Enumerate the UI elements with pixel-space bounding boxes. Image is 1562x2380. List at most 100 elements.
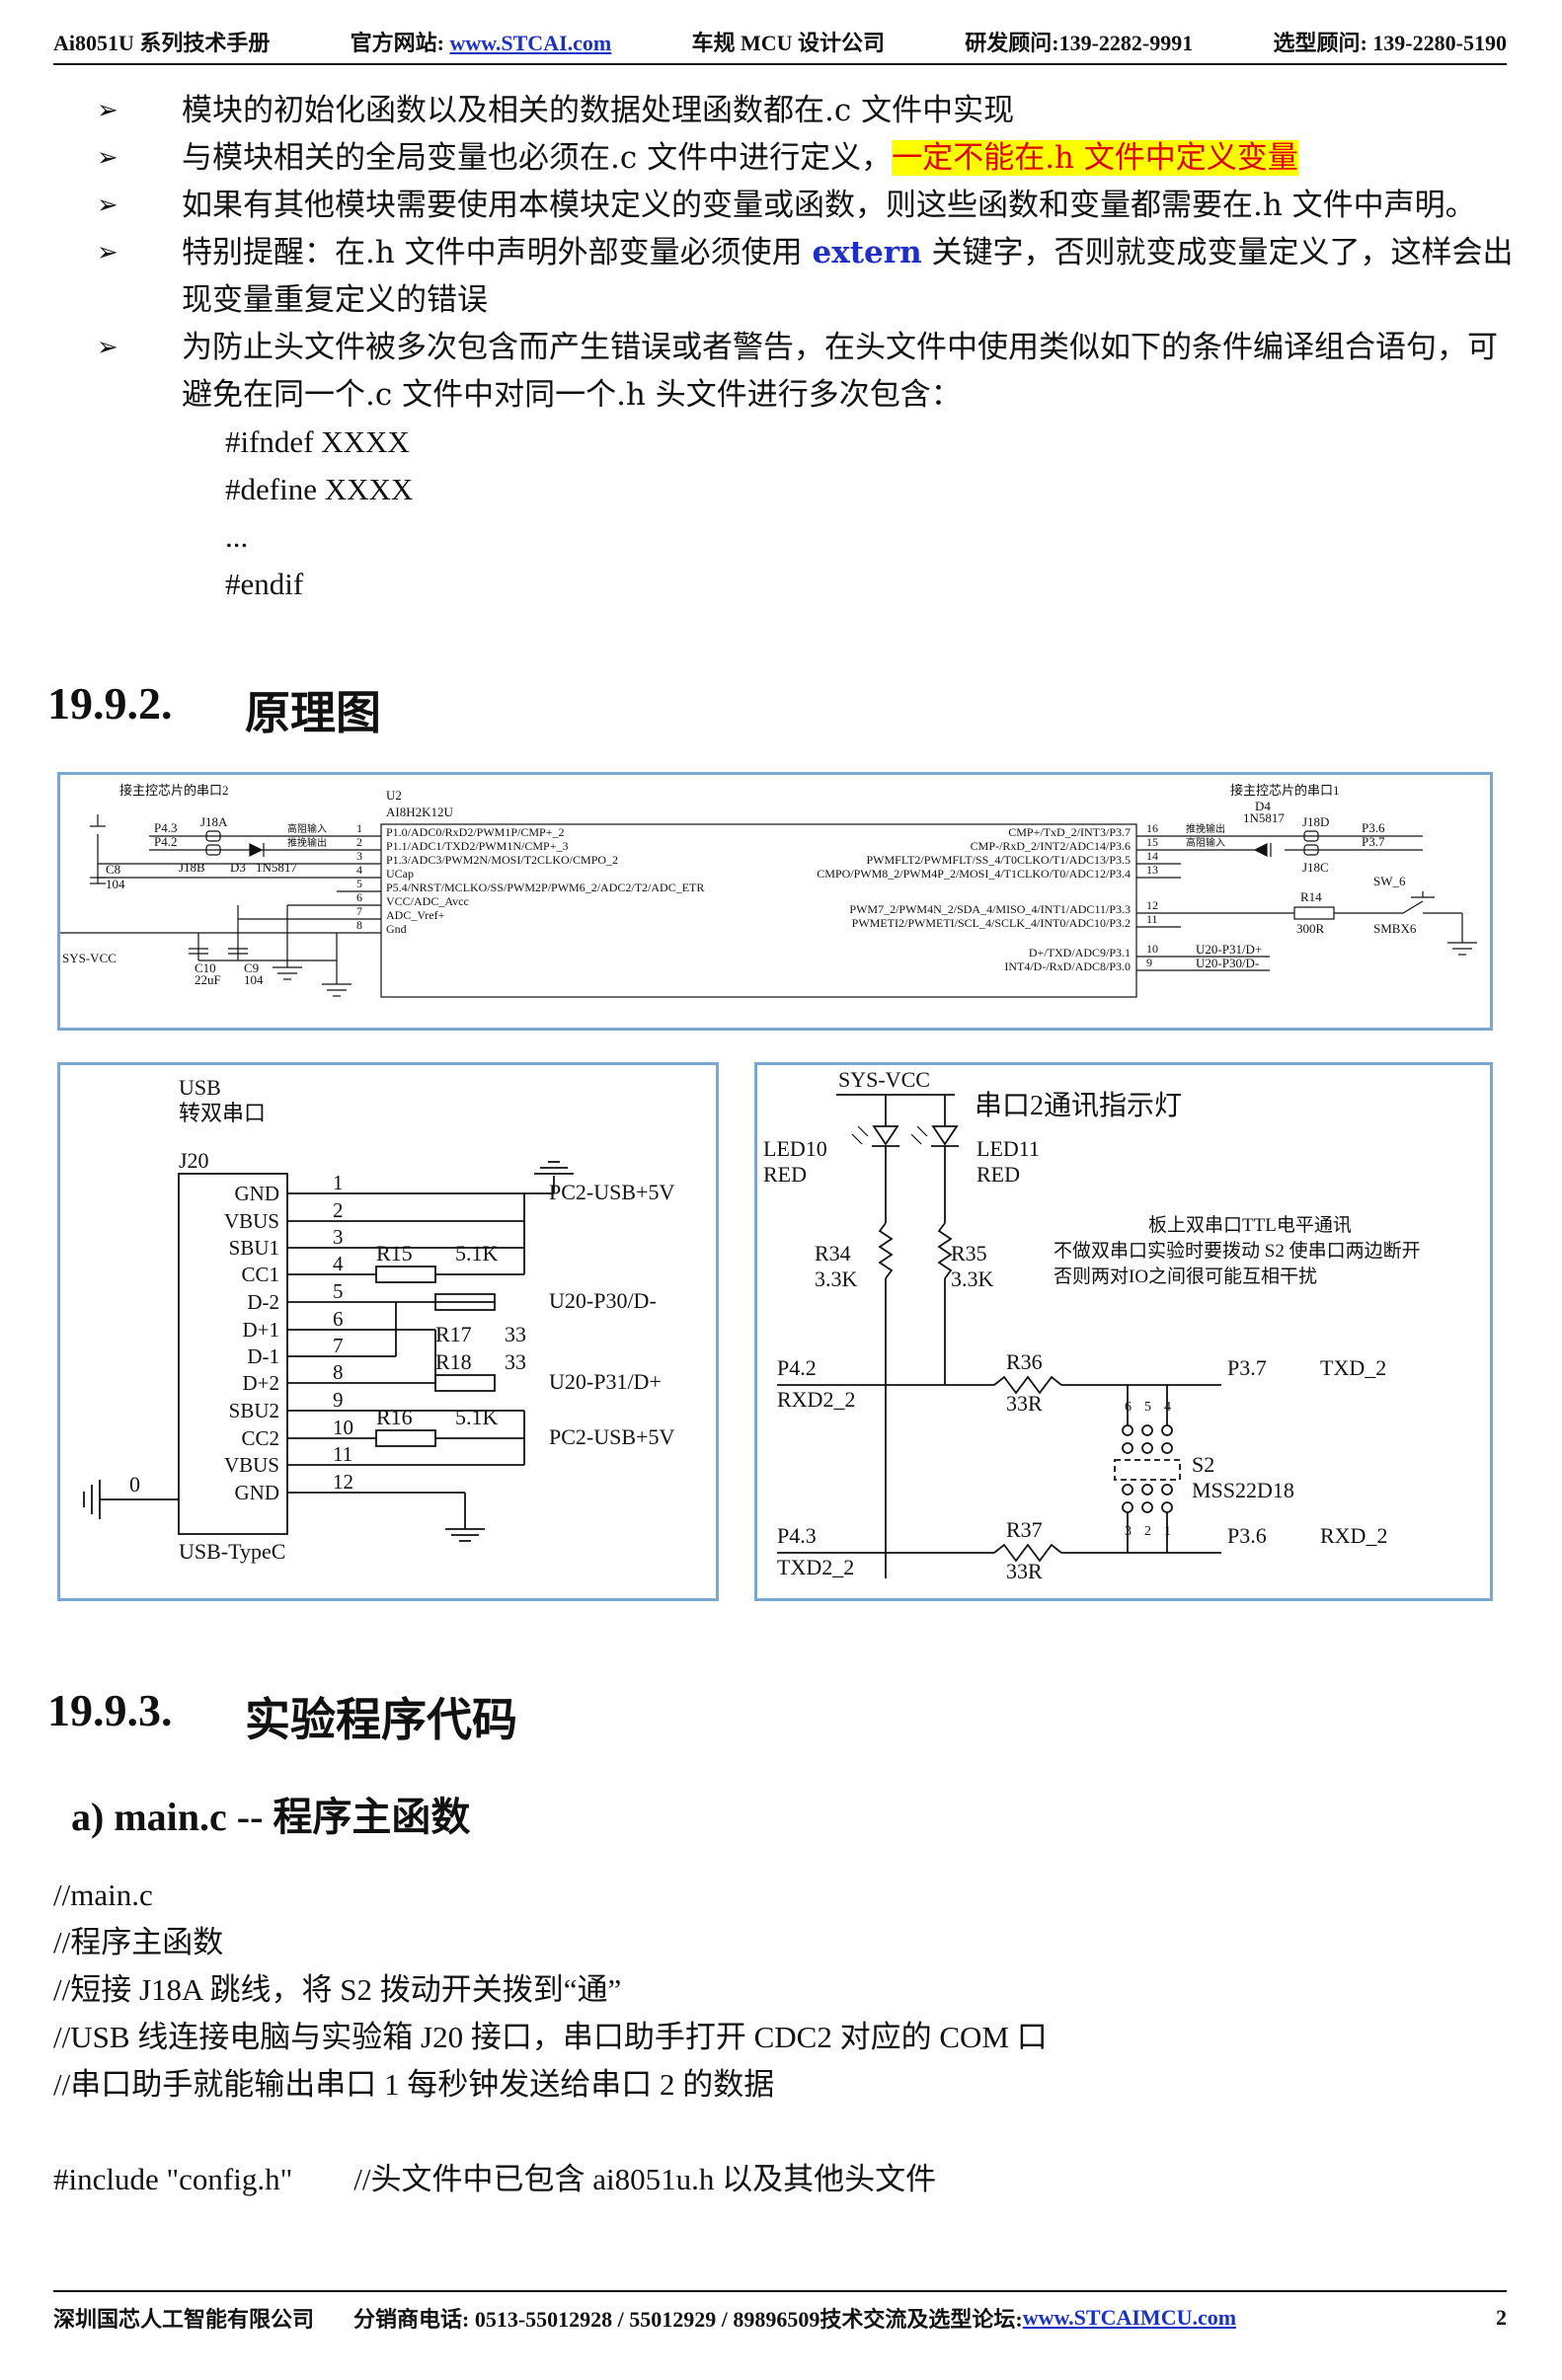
section-heading: 19.9.2. 原理图	[47, 677, 381, 738]
label-j18d: J18D	[1302, 814, 1329, 829]
label-r34: R34	[815, 1241, 851, 1266]
extern-keyword: extern	[812, 235, 922, 270]
usb-pin-number: 10	[333, 1416, 353, 1439]
u2-pin-number: 13	[1146, 863, 1158, 877]
code-line: //main.c	[53, 1878, 153, 1912]
label-p43: P4.3	[777, 1523, 817, 1548]
code-line: //USB 线连接电脑与实验箱 J20 接口，串口助手打开 CDC2 对应的 C…	[53, 2020, 1048, 2054]
label-p42: P4.2	[154, 834, 177, 849]
bullet-text: 为防止头文件被多次包含而产生错误或者警告，在头文件中使用类似如下的条件编译组合语…	[182, 330, 1498, 413]
page-footer: 深圳国芯人工智能有限公司 分销商电话: 0513-55012928 / 5501…	[53, 2290, 1507, 2334]
u2-pin-name: PWMETI2/PWMETI/SCL_4/SCLK_4/INT0/ADC10/P…	[852, 916, 1131, 930]
usb-pin-number: 5	[333, 1279, 344, 1303]
label-c10: C10	[195, 960, 216, 975]
u2-pin-number: 6	[356, 890, 362, 904]
u2-pin-number: 5	[356, 877, 362, 890]
led-note2: 不做双串口实验时要拨动 S2 使串口两边断开	[1054, 1240, 1421, 1262]
arrow-bullet-icon: ➢	[97, 143, 118, 173]
site-link[interactable]: www.STCAI.com	[449, 31, 612, 55]
label-led11: LED11	[976, 1136, 1040, 1161]
u2-pin-number: 15	[1146, 835, 1158, 849]
bullet-text-part: 与模块相关的全局变量也必须在.c 文件中进行定义，	[182, 140, 893, 176]
u2-pin-number: 12	[1146, 898, 1158, 912]
label-pc2-5v-a: PC2-USB+5V	[549, 1180, 674, 1204]
bullet-item: ➢ 与模块相关的全局变量也必须在.c 文件中进行定义，一定不能在.h 文件中定义…	[97, 134, 1519, 182]
u2-pin-number: 14	[1146, 849, 1158, 863]
u2-part: AI8H2K12U	[386, 805, 453, 819]
usb-pin-name: CC1	[241, 1263, 279, 1286]
code-line: #ifndef XXXX	[225, 424, 410, 459]
section-title: 实验程序代码	[245, 1695, 517, 1745]
u2-pin-name: VCC/ADC_Avcc	[386, 894, 469, 908]
code-line: #endif	[225, 567, 304, 601]
label-s2: S2	[1192, 1452, 1214, 1477]
label-pin4: 4	[1164, 1400, 1171, 1415]
label-r16-val: 5.1K	[455, 1405, 499, 1429]
label-c10-val: 22uF	[195, 972, 221, 987]
u2-pin-number: 2	[356, 835, 362, 849]
bullet-item: ➢ 如果有其他模块需要使用本模块定义的变量或函数，则这些函数和变量都需要在.h …	[97, 182, 1519, 229]
code-line: //串口助手就能输出串口 1 每秒钟发送给串口 2 的数据	[53, 2067, 775, 2102]
u2-pin-number: 10	[1146, 942, 1158, 956]
label-r36-val: 33R	[1006, 1391, 1043, 1416]
label-r16: R16	[376, 1405, 413, 1429]
label-d4: D4	[1255, 799, 1271, 813]
company-tagline: 车规 MCU 设计公司	[691, 31, 886, 55]
label-p37: P3.7	[1227, 1355, 1267, 1380]
label-sw6: SW_6	[1373, 874, 1406, 888]
left-note: 接主控芯片的串口2	[119, 783, 229, 798]
code-line: ...	[225, 519, 249, 554]
usb-pin-number: 3	[333, 1225, 344, 1249]
u2-pin-name: CMP+/TxD_2/INT3/P3.7	[1008, 825, 1131, 839]
u2-pin-name: PWM7_2/PWM4N_2/SDA_4/MISO_4/INT1/ADC11/P…	[849, 902, 1131, 916]
usb-pin-name: D+2	[242, 1371, 279, 1395]
subsection-heading: a) main.c -- 程序主函数	[71, 1795, 471, 1839]
usb-pin-number: 11	[333, 1442, 352, 1466]
bullet-text: 特别提醒：在.h 文件中声明外部变量必须使用 extern 关键字，否则就变成变…	[182, 229, 1519, 324]
usb-pin-number: 6	[333, 1307, 344, 1331]
manual-title: Ai8051U 系列技术手册	[53, 31, 271, 55]
arrow-bullet-icon: ➢	[97, 333, 118, 362]
label-r36: R36	[1006, 1349, 1043, 1374]
label-pin2: 2	[1144, 1524, 1151, 1539]
label-j18a: J18A	[200, 814, 228, 829]
u2-pin-name: D+/TXD/ADC9/P3.1	[1029, 946, 1131, 960]
label-p36: P3.6	[1362, 820, 1385, 835]
usb-pin-name: VBUS	[224, 1209, 279, 1233]
usb-pin-name: VBUS	[224, 1453, 279, 1477]
usb-pin-name: D+1	[242, 1318, 279, 1342]
right-note: 接主控芯片的串口1	[1230, 783, 1340, 798]
selection-contact: 选型顾问: 139-2280-5190	[1273, 31, 1507, 55]
label-j18c: J18C	[1302, 860, 1329, 875]
label-r37: R37	[1006, 1517, 1043, 1542]
u2-pin-number: 8	[356, 918, 362, 932]
label-p43: P4.3	[154, 820, 177, 835]
u2-pin-number: 16	[1146, 821, 1158, 835]
label-r37-val: 33R	[1006, 1559, 1043, 1583]
u2-pin-name: P1.3/ADC3/PWM2N/MOSI/T2CLKO/CMPO_2	[386, 853, 618, 867]
u2-pin-name: INT4/D-/RxD/ADC8/P3.0	[1004, 960, 1131, 973]
bullet-text-part: 特别提醒：在.h 文件中声明外部变量必须使用	[182, 235, 813, 270]
label-r34-val: 3.3K	[815, 1267, 858, 1291]
section-title: 原理图	[245, 688, 381, 738]
u2-ref: U2	[386, 788, 402, 803]
usb-title1: USB	[179, 1075, 221, 1100]
label-pc2-5v-b: PC2-USB+5V	[549, 1424, 674, 1449]
label-d4-part: 1N5817	[1243, 810, 1285, 825]
usb-title2: 转双串口	[179, 1101, 266, 1125]
usb-pin-number: 2	[333, 1198, 344, 1222]
arrow-bullet-icon: ➢	[97, 191, 118, 220]
forum-link[interactable]: www.STCAIMCU.com	[1022, 2305, 1237, 2330]
official-site: 官方网站: www.STCAI.com	[351, 26, 612, 57]
u2-pin-number: 1	[356, 821, 362, 835]
usb-pin-name: CC2	[241, 1426, 279, 1450]
label-r14-val: 300R	[1296, 921, 1325, 936]
label-sysvcc: SYS-VCC	[838, 1067, 930, 1092]
label-led10: LED10	[763, 1136, 827, 1161]
label-c8-val: 104	[106, 877, 125, 891]
footer-company: 深圳国芯人工智能有限公司	[53, 2307, 315, 2332]
u2-pin-number: 9	[1146, 956, 1152, 969]
label-shield: 0	[129, 1472, 140, 1497]
